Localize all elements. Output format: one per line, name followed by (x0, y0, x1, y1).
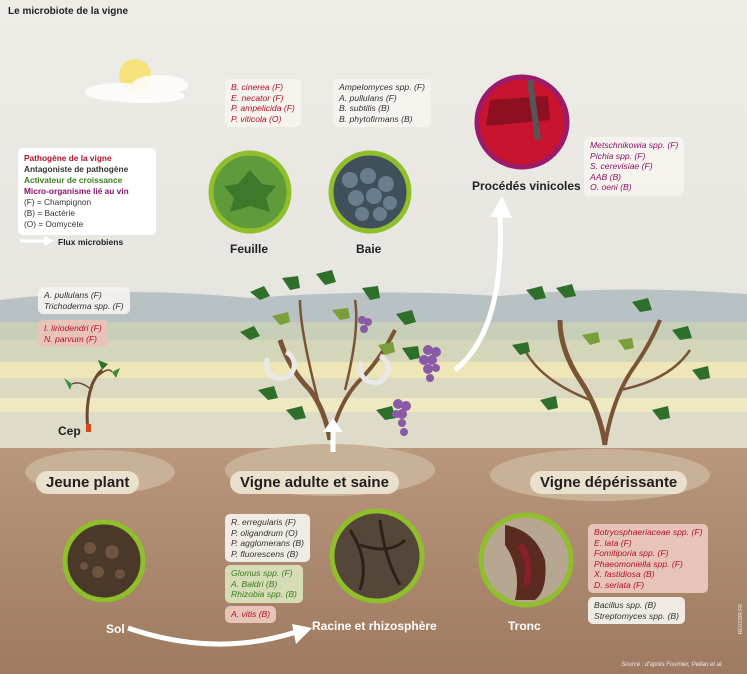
photo-feuille (208, 150, 292, 234)
racine-antagonists-box: R. erregularis (F) P. oligandrum (O) P. … (225, 514, 310, 562)
species-item: E. lata (F) (594, 537, 632, 548)
racine-growth-box: Glomus spp. (F) A. Baldri (B) Rhizobia s… (225, 565, 303, 603)
racine-pathogens-box: A. vitis (B) (225, 606, 277, 623)
species-item: Pichia spp. (F) (590, 150, 646, 161)
species-item: Phaeomoniella spp. (F) (594, 558, 683, 569)
tronc-pathogens-box: Botryosphaeriaceae spp. (F) E. lata (F) … (588, 524, 709, 593)
field-stripe (0, 340, 747, 362)
species-item: A. pullulans (F) (339, 92, 397, 103)
species-item: S. cerevisiae (F) (590, 161, 653, 171)
photo-procedes-vinicoles (474, 74, 570, 170)
species-item: B. phytofirmans (B) (339, 113, 413, 124)
photo-sol (62, 519, 146, 603)
legend-item-pathogen: Pathogène de la vigne (24, 153, 112, 163)
species-item: Rhizobia spp. (B) (231, 589, 297, 599)
species-item: Botryosphaeriaceae spp. (F) (594, 527, 703, 537)
species-item: P. ampelicida (F) (231, 103, 295, 113)
field-stripe (0, 378, 747, 398)
species-item: B. cinerea (F) (231, 82, 284, 92)
procedes-species-box: Metschnikowia spp. (F) Pichia spp. (F) S… (584, 137, 685, 196)
species-item: O. oeni (B) (590, 182, 632, 192)
jeune-plant-antagonists-box: A. pullulans (F) Trichoderma spp. (F) (38, 287, 130, 314)
flux-cycle-icon (263, 349, 391, 386)
legend: Pathogène de la vigne Antagoniste de pat… (18, 148, 156, 235)
diagram-title: Le microbiote de la vigne (8, 6, 129, 17)
field-stripe (0, 412, 747, 452)
sol-caption: Sol (106, 622, 125, 636)
cloud-icon (85, 75, 188, 103)
field-stripe (0, 362, 747, 378)
species-item: A. Baldri (B) (231, 578, 278, 589)
legend-code-bacteria: (B) = Bactérie (24, 208, 75, 218)
species-item: E. necator (F) (231, 92, 284, 103)
species-item: N. parvum (F) (44, 333, 97, 344)
species-item: Glomus spp. (F) (231, 568, 293, 578)
jeune-plant-pathogens-box: I. liriodendri (F) N. parvum (F) (38, 320, 108, 347)
feuille-species-box: B. cinerea (F) E. necator (F) P. ampelic… (225, 79, 301, 127)
legend-item-wine: Micro-organisme lié au vin (24, 186, 129, 196)
species-item: AAB (B) (590, 171, 622, 182)
species-item: A. pullulans (F) (44, 290, 102, 300)
copyright-note: RÉUSSIR.FR (738, 603, 744, 634)
legend-code-oomycete: (O) = Oomycète (24, 219, 84, 229)
legend-item-antagonist: Antagoniste de pathogène (24, 164, 129, 174)
grape-cluster (358, 316, 441, 436)
species-item: X. fastidiosa (B) (594, 569, 655, 579)
photo-baie (328, 150, 412, 234)
declining-vine (512, 284, 710, 446)
stage-label-vigne-deperissante: Vigne dépérissante (530, 471, 688, 494)
flux-arrow-icon (453, 214, 503, 372)
arrow-icon (20, 236, 54, 246)
legend-code-fungus: (F) = Champignon (24, 197, 92, 207)
young-plant (64, 360, 120, 432)
tronc-antagonists-box: Bacillus spp. (B) Streptomyces spp. (B) (588, 597, 686, 624)
field-stripe (0, 322, 747, 340)
feuille-caption: Feuille (230, 242, 269, 256)
species-item: P. viticola (O) (231, 113, 282, 124)
species-item: R. erregularis (F) (231, 517, 296, 527)
tronc-caption: Tronc (508, 619, 541, 633)
species-item: Ampelomyces spp. (F) (339, 82, 425, 92)
species-item: Fomitiporia spp. (F) (594, 548, 669, 558)
source-note: Source : d'après Fournier, Pellan et al. (621, 662, 723, 668)
species-item: D. seriata (F) (594, 579, 645, 590)
baie-caption: Baie (356, 242, 382, 256)
species-item: P. oligandrum (O) (231, 527, 298, 538)
photo-tronc (478, 512, 574, 608)
species-item: P. agglomerans (B) (231, 538, 304, 548)
species-item: Metschnikowia spp. (F) (590, 140, 679, 150)
procedes-caption: Procédés vinicoles (472, 179, 581, 193)
species-item: Trichoderma spp. (F) (44, 300, 124, 311)
photo-racine (329, 508, 425, 604)
species-item: I. liriodendri (F) (44, 323, 102, 333)
species-item: P. fluorescens (B) (231, 548, 299, 559)
species-item: Bacillus spp. (B) (594, 600, 657, 610)
species-item: A. vitis (B) (231, 609, 271, 619)
adult-vine (240, 270, 441, 452)
field-stripe (0, 398, 747, 412)
flux-arrow-icon (127, 625, 297, 647)
hills (0, 289, 747, 330)
stage-label-jeune-plant: Jeune plant (36, 471, 140, 494)
species-item: B. subtilis (B) (339, 103, 390, 113)
legend-flux-label: Flux microbiens (58, 237, 124, 247)
baie-species-box: Ampelomyces spp. (F) A. pullulans (F) B.… (333, 79, 431, 127)
species-item: Streptomyces spp. (B) (594, 610, 680, 621)
racine-caption: Racine et rhizosphère (312, 619, 437, 633)
stage-label-vigne-adulte: Vigne adulte et saine (230, 471, 399, 494)
cep-label: Cep (58, 424, 81, 438)
legend-item-growth: Activateur de croissance (24, 175, 123, 185)
